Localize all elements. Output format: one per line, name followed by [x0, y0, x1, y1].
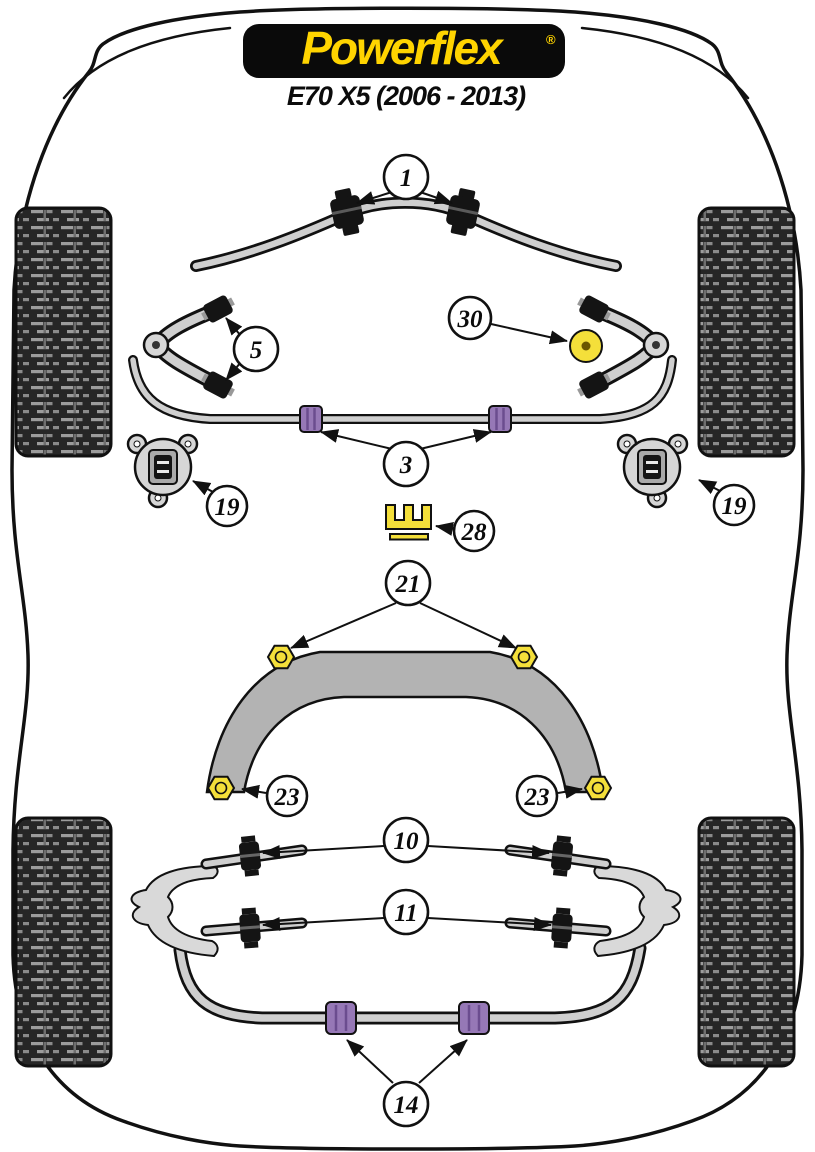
engine-mount-left	[126, 433, 199, 509]
arb-clamp-bushing-right	[446, 188, 480, 236]
svg-text:10: 10	[394, 828, 420, 855]
arm-bushing-right-lower	[577, 371, 611, 399]
rear-bushing-upper-left	[238, 835, 262, 877]
arrow-19-right	[698, 479, 721, 495]
arrow-1-right	[419, 190, 453, 205]
rear-purple-bushing-left	[325, 1001, 357, 1035]
hood-crease-right	[580, 26, 750, 100]
arrow-30	[490, 323, 568, 345]
front-lower-anti-roll-bar	[128, 355, 677, 433]
front-upper-arm-right	[569, 295, 670, 399]
rear-bushing-lower-left	[239, 907, 261, 949]
arrow-21-right	[419, 602, 517, 649]
bracket-part-28	[385, 504, 432, 541]
arrow-14-right	[418, 1039, 468, 1084]
purple-bushing-right	[488, 405, 512, 433]
svg-text:30: 30	[457, 306, 484, 333]
arrow-3-right	[419, 429, 492, 450]
svg-text:28: 28	[461, 519, 488, 546]
arrow-19-left	[192, 480, 214, 496]
arrow-14-left	[346, 1039, 394, 1084]
callout-28: 28	[452, 509, 496, 553]
brace-nut-bottom-left	[206, 775, 236, 801]
svg-text:11: 11	[394, 900, 418, 927]
purple-bushing-left	[299, 405, 323, 433]
callout-1: 1	[382, 153, 430, 201]
brace-nut-bottom-right	[583, 775, 613, 801]
callout-19-right: 19	[712, 483, 756, 527]
logo-band	[243, 24, 565, 78]
callout-19-left: 19	[205, 484, 249, 528]
arrow-11-right	[427, 917, 552, 932]
arm-bushing-left-upper	[201, 295, 235, 323]
page-title: E70 X5 (2006 - 2013)	[287, 81, 526, 111]
arrow-10-right	[427, 845, 550, 860]
rear-anti-roll-bar	[173, 941, 647, 1035]
callout-11: 11	[382, 888, 430, 936]
callout-21: 21	[384, 559, 432, 607]
arrow-23-right	[557, 784, 583, 799]
arrow-11-left	[262, 917, 385, 932]
tire-front-right	[697, 206, 796, 458]
registered-trademark: ®	[546, 32, 556, 47]
arrow-5-lower	[225, 361, 243, 381]
tire-rear-left	[14, 816, 113, 1068]
svg-text:23: 23	[274, 784, 300, 811]
arrow-5-upper	[225, 317, 243, 337]
tire-front-left	[14, 206, 113, 458]
brace-nut-top-right	[509, 644, 539, 670]
callout-10: 10	[382, 816, 430, 864]
rear-bushing-lower-right	[551, 907, 573, 949]
callout-23-right: 23	[515, 774, 559, 818]
arb-clamp-bushing-left	[330, 188, 364, 236]
arrow-21-left	[290, 602, 397, 649]
logo-brand-text: Powerflex	[301, 22, 505, 74]
svg-text:5: 5	[250, 337, 263, 364]
svg-text:23: 23	[524, 784, 550, 811]
arrow-3-left	[320, 429, 393, 450]
arm-bushing-right-upper	[577, 295, 611, 323]
engine-mount-right	[616, 433, 689, 509]
brace-nut-top-left	[266, 644, 296, 670]
callout-30: 30	[447, 295, 493, 341]
svg-text:19: 19	[215, 494, 241, 521]
arrow-23-left	[241, 784, 267, 799]
callout-arrows	[192, 190, 721, 1084]
arrow-1-left	[356, 191, 393, 205]
svg-text:14: 14	[394, 1092, 419, 1119]
callout-3: 3	[382, 440, 430, 488]
callout-23-left: 23	[265, 774, 309, 818]
svg-text:19: 19	[722, 493, 748, 520]
callout-5: 5	[232, 325, 280, 373]
arrow-28	[435, 522, 454, 536]
tire-rear-right	[697, 816, 796, 1068]
hood-crease-left	[62, 26, 232, 100]
svg-text:3: 3	[399, 452, 413, 479]
arrow-10-left	[262, 845, 385, 860]
front-anti-roll-bar	[190, 188, 622, 272]
powerflex-logo: Powerflex ®	[243, 22, 565, 78]
svg-text:1: 1	[400, 165, 413, 192]
subframe-brace	[205, 644, 613, 801]
svg-text:21: 21	[395, 571, 421, 598]
rear-bushing-upper-right	[550, 835, 574, 877]
rear-purple-bushing-right	[458, 1001, 490, 1035]
callout-14: 14	[382, 1080, 430, 1128]
